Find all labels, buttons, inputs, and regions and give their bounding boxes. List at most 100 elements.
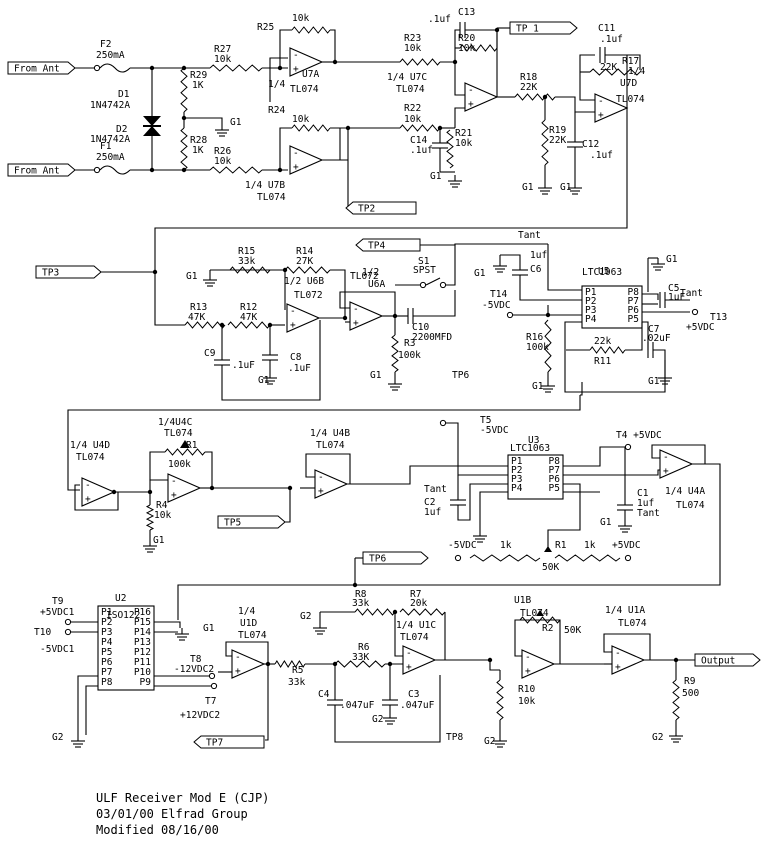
wire: [563, 446, 625, 467]
junction-dot: [149, 65, 155, 71]
u4d-label-b: TL074: [76, 452, 105, 463]
op-amp: [289, 145, 324, 175]
u5-ref: U5: [598, 266, 609, 277]
junction-dot: [342, 315, 348, 321]
wire: [457, 483, 508, 521]
res-r2-val: 50K: [564, 625, 581, 636]
wire: [454, 107, 465, 128]
u1c-label-a: 1/4 U1C: [396, 620, 436, 631]
from-ant-input-2-label: From Ant: [14, 166, 60, 177]
tp2-flag-label: TP2: [358, 204, 375, 215]
noninverting-input-mark: +: [525, 666, 531, 677]
wire: [489, 660, 500, 671]
wire: [514, 619, 561, 664]
resistor: [544, 319, 552, 373]
diode-d1-value: 1N4742A: [90, 100, 130, 111]
noninverting-input-mark: +: [235, 666, 241, 677]
tp7-flag-label: TP7: [206, 738, 223, 749]
neg5-label: -5VDC: [448, 540, 477, 551]
t5-ref: T5: [480, 415, 491, 426]
u6b-label-b: TL072: [294, 290, 323, 301]
tp4-flag-label: TP4: [368, 241, 385, 252]
wire: [305, 453, 351, 484]
ic-pin-label: P3: [511, 474, 522, 485]
res-r4-val: 10k: [154, 510, 171, 521]
tp3-flag: [35, 265, 102, 279]
from-ant-input-1-label: From Ant: [14, 64, 60, 75]
res-r11-ref: R11: [594, 356, 611, 367]
switch-type: SPST: [413, 265, 436, 276]
cap-c2-val: 1uf: [424, 507, 441, 518]
date-line: 03/01/00 Elfrad Group: [96, 807, 248, 821]
resistor: [145, 504, 155, 531]
tant-top-label: Tant: [518, 230, 541, 241]
res-r3-ref: R3: [404, 338, 415, 349]
wire: [339, 291, 396, 316]
wire: [625, 322, 643, 351]
u6b-label-a: 1/2 U6B: [284, 276, 324, 287]
t13-val: +5VDC: [686, 322, 715, 333]
cap-c14-ref: C14: [410, 135, 427, 146]
u3-ref: U3: [528, 435, 539, 446]
u7a-label-a: 1/4: [268, 79, 285, 90]
tp2-flag: [345, 201, 417, 215]
terminal-circle: [691, 308, 699, 316]
cap-c8-val: .1uF: [288, 363, 311, 374]
res-r6-ref: R6: [358, 642, 370, 653]
noninverting-input-mark: +: [293, 162, 299, 173]
u3-name: LTC1063: [510, 443, 550, 454]
noninverting-input-mark: +: [615, 662, 621, 673]
from-ant-input-2: [7, 163, 76, 177]
tp6-flag: [362, 551, 429, 565]
t10-ref: T10: [34, 627, 51, 638]
op-amp: [289, 47, 324, 77]
op-amp: [314, 469, 349, 499]
cap-c13-val: .1uf: [428, 14, 451, 25]
t9-ref: T9: [52, 596, 64, 607]
ic-body: [581, 285, 643, 329]
t5-val: -5VDC: [480, 425, 509, 436]
res-r20-val: 10k: [458, 43, 475, 54]
op-amp: [659, 449, 694, 479]
res-r10-val: 10k: [518, 696, 535, 707]
noninverting-input-mark: +: [318, 486, 324, 497]
ic-pin-label: P12: [134, 647, 151, 658]
wire: [74, 484, 119, 511]
cap-c9-val: .1uF: [232, 360, 255, 371]
wire: [279, 127, 292, 170]
pos5-label: +5VDC: [612, 540, 641, 551]
wire: [347, 465, 508, 485]
junction-dot: [152, 269, 158, 275]
res-r26-ref: R26: [214, 146, 231, 157]
ground-label: G1: [560, 182, 572, 193]
terminal-circle: [208, 672, 216, 680]
inverting-input-mark: -: [525, 652, 531, 663]
ground-label: G1: [258, 375, 270, 386]
res-r22-val: 10k: [404, 114, 421, 125]
fuse: [99, 63, 131, 73]
cap-c6-val: 1uf: [530, 250, 547, 261]
tp1-flag-label: TP 1: [516, 24, 539, 35]
tp6-flag-label: TP6: [369, 554, 386, 565]
res-r18-val: 22K: [520, 82, 537, 93]
resistor: [227, 321, 271, 329]
op-amp: [167, 473, 202, 503]
u7d-label-c: TL074: [616, 94, 645, 105]
res-r1-ref: R1: [186, 440, 198, 451]
wire: [85, 685, 98, 735]
u1b-label-b: TL074: [520, 608, 549, 619]
r1k-a: 1k: [500, 540, 512, 551]
u6a-label-b: U6A: [368, 279, 385, 290]
cap-c1-ref: C1: [637, 488, 649, 499]
resistor: [399, 58, 441, 66]
res-r15-val: 33k: [238, 256, 255, 267]
res-r28-ref: R28: [190, 135, 207, 146]
u4b-label-b: TL074: [316, 440, 345, 451]
u5-name: LTC1063: [582, 267, 622, 278]
ic-pin-label: P8: [549, 456, 561, 467]
t7-val: +12VDC2: [180, 710, 220, 721]
junction-dot: [392, 609, 398, 615]
res-r3-val: 100k: [398, 350, 421, 361]
wire: [653, 349, 666, 372]
wire: [334, 675, 441, 743]
